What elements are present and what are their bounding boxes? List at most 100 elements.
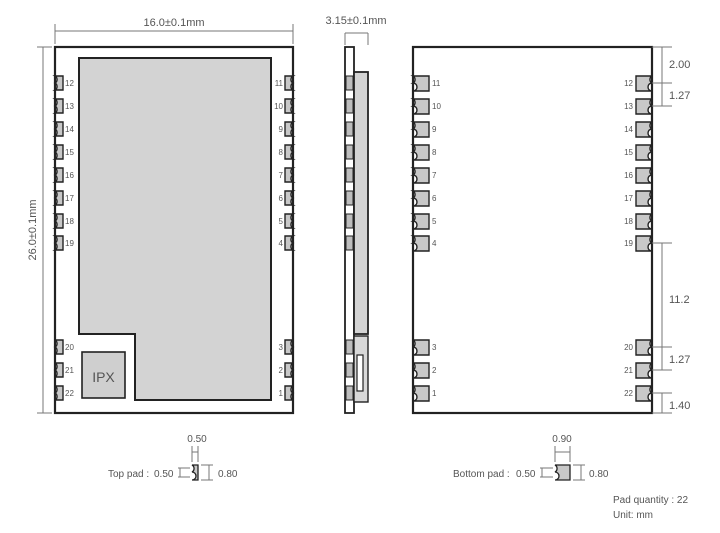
pin-number: 1	[279, 389, 284, 398]
pin-number: 6	[432, 194, 437, 203]
pin-number: 7	[432, 171, 437, 180]
pin-number: 15	[624, 148, 633, 157]
thickness-label: 3.15±0.1mm	[325, 15, 386, 27]
pad-icon	[635, 235, 655, 252]
pad-icon	[635, 98, 655, 115]
pad-icon	[635, 213, 655, 230]
pad-icon	[410, 385, 430, 402]
side-pad	[345, 167, 354, 183]
pad-icon	[410, 362, 430, 379]
pad-icon	[52, 121, 64, 137]
side-ipx-body	[356, 354, 364, 392]
top-pad-detail: Top pad : 0.50 0.50 0.80	[108, 434, 238, 481]
side-pad	[345, 75, 354, 91]
pad-icon	[52, 385, 64, 401]
bottom-pad-notch: 0.50	[516, 469, 536, 480]
pin-number: 5	[279, 217, 284, 226]
pin-number: 9	[279, 125, 284, 134]
pad-icon	[410, 98, 430, 115]
pin-number: 16	[624, 171, 633, 180]
pad-icon	[52, 235, 64, 251]
pin-number: 1	[432, 389, 437, 398]
side-pad	[345, 339, 354, 355]
pad-icon	[635, 167, 655, 184]
top-pad-height: 0.80	[218, 469, 238, 480]
pin-number: 17	[65, 194, 74, 203]
bottom-pad-shape	[552, 464, 571, 481]
dim-11-2: 11.2	[669, 294, 690, 306]
pad-icon	[284, 235, 296, 251]
dim-1-27-bottom: 1.27	[669, 354, 690, 366]
pin-number: 10	[432, 102, 441, 111]
pad-icon	[284, 75, 296, 91]
pin-number: 21	[65, 366, 74, 375]
bottom-pad-height: 0.80	[589, 469, 609, 480]
pin-number: 20	[624, 343, 633, 352]
pin-number: 9	[432, 125, 437, 134]
pin-number: 11	[432, 79, 441, 88]
pad-icon	[635, 362, 655, 379]
pin-number: 3	[279, 343, 284, 352]
pin-number: 2	[432, 366, 437, 375]
side-pad	[345, 144, 354, 160]
pad-icon	[52, 190, 64, 206]
side-pad	[345, 213, 354, 229]
unit-note: Unit: mm	[613, 510, 653, 521]
pin-number: 16	[65, 171, 74, 180]
pad-icon	[635, 144, 655, 161]
pad-icon	[52, 213, 64, 229]
pad-icon	[410, 75, 430, 92]
pin-number: 12	[65, 79, 74, 88]
top-pad-label: Top pad :	[108, 469, 149, 480]
pin-number: 19	[624, 239, 633, 248]
pad-icon	[410, 144, 430, 161]
top-pad-notch: 0.50	[154, 469, 174, 480]
pad-icon	[284, 144, 296, 160]
pin-number: 11	[275, 79, 284, 88]
pin-number: 4	[279, 239, 284, 248]
pin-number: 22	[624, 389, 633, 398]
pad-icon	[635, 121, 655, 138]
dim-1-27-top: 1.27	[669, 90, 690, 102]
pin-number: 6	[279, 194, 284, 203]
pad-icon	[52, 167, 64, 183]
pin-number: 2	[279, 366, 284, 375]
pad-icon	[635, 75, 655, 92]
pin-number: 3	[432, 343, 437, 352]
pad-icon	[635, 385, 655, 402]
pin-number: 15	[65, 148, 74, 157]
bottom-board-outline	[411, 45, 654, 415]
pad-icon	[410, 339, 430, 356]
pad-icon	[410, 213, 430, 230]
pad-icon	[410, 167, 430, 184]
pad-icon	[52, 75, 64, 91]
ipx-connector	[81, 351, 126, 399]
top-view: 16.0±0.1mm 26.0±0.1mm IPX 12131415161718…	[27, 17, 296, 415]
pin-number: 7	[279, 171, 284, 180]
pin-number: 13	[65, 102, 74, 111]
pin-number: 21	[624, 366, 633, 375]
side-pad	[345, 362, 354, 378]
side-view: 3.15±0.1mm	[325, 15, 387, 414]
side-pad	[345, 98, 354, 114]
pad-icon	[52, 144, 64, 160]
pin-number: 5	[432, 217, 437, 226]
bottom-pad-label: Bottom pad :	[453, 469, 510, 480]
ipx-label: IPX	[92, 369, 115, 385]
pad-quantity-note: Pad quantity : 22	[613, 495, 688, 506]
side-pad	[345, 235, 354, 251]
bottom-pad-detail: Bottom pad : 0.50 0.90 0.80	[453, 434, 609, 481]
pad-icon	[284, 385, 296, 401]
pin-number: 22	[65, 389, 74, 398]
bottom-pad-width: 0.90	[552, 434, 572, 445]
width-label: 16.0±0.1mm	[143, 17, 204, 29]
pin-number: 18	[624, 217, 633, 226]
side-pad	[345, 190, 354, 206]
pad-icon	[284, 98, 296, 114]
pin-number: 13	[624, 102, 633, 111]
height-label: 26.0±0.1mm	[27, 199, 39, 260]
pin-number: 17	[624, 194, 633, 203]
